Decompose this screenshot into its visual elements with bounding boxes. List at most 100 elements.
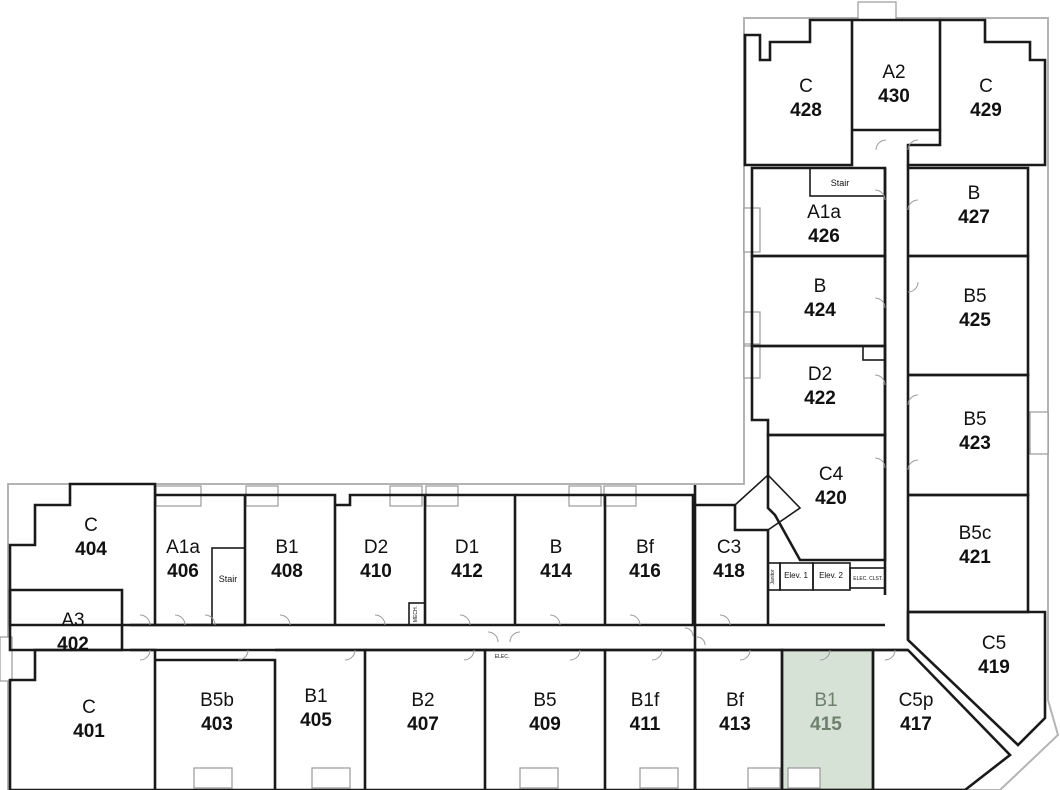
unit-type-label: A2 <box>882 62 905 83</box>
unit-number-label: 427 <box>958 207 990 228</box>
unit-number-label: 407 <box>407 714 439 735</box>
unit-number-label: 421 <box>959 547 991 568</box>
unit-number-label: 411 <box>630 714 661 735</box>
unit-type-label: B2 <box>411 690 434 711</box>
door-swings <box>139 139 919 661</box>
elec-label: ELEC. <box>495 654 509 660</box>
unit-number-label: 425 <box>959 310 991 331</box>
unit-type-label: B5c <box>959 523 992 544</box>
unit-number-label: 422 <box>804 388 836 409</box>
southeast-wing-walls <box>8 473 1012 790</box>
stair-west-label: Stair <box>219 574 238 584</box>
unit-424[interactable]: B 424 <box>804 276 836 321</box>
unit-number-label: 410 <box>360 561 392 582</box>
unit-number-label: 424 <box>804 300 836 321</box>
unit-416[interactable]: Bf 416 <box>629 537 661 582</box>
unit-number-label: 406 <box>167 561 199 582</box>
unit-type-label: B5b <box>200 690 234 711</box>
unit-type-label: C <box>979 76 993 97</box>
unit-type-label: D2 <box>808 364 832 385</box>
unit-type-label: C5p <box>899 690 934 711</box>
unit-type-label: C5 <box>982 633 1006 654</box>
mech-label: MECH. <box>413 606 419 622</box>
unit-number-label: 430 <box>878 86 910 107</box>
unit-type-label: C <box>799 76 813 97</box>
elev2-label: Elev. 2 <box>819 571 843 580</box>
unit-type-label: A1a <box>166 537 200 558</box>
unit-number-label: 412 <box>451 561 483 582</box>
elev1-label: Elev. 1 <box>784 571 808 580</box>
unit-type-label: C <box>84 515 98 536</box>
unit-413[interactable]: Bf 413 <box>719 690 751 735</box>
unit-type-label: B5 <box>963 286 986 307</box>
unit-type-label: A3 <box>61 610 84 631</box>
building-outline <box>7 17 1060 790</box>
unit-type-label: C4 <box>819 464 844 485</box>
unit-type-label: D2 <box>364 537 388 558</box>
unit-number-label: 414 <box>540 561 572 582</box>
unit-number-label: 408 <box>271 561 303 582</box>
unit-number-label: 418 <box>713 561 745 582</box>
unit-428[interactable]: C 428 <box>790 76 822 121</box>
unit-number-label: 415 <box>810 714 842 735</box>
janitor-label: Janitor <box>770 569 776 584</box>
unit-type-label: B5 <box>963 409 986 430</box>
unit-number-label: 419 <box>978 657 1010 678</box>
unit-type-label: A1a <box>807 202 841 223</box>
elec-clst-label: ELEC. CLST. <box>853 576 882 582</box>
unit-401[interactable]: C 401 <box>73 697 105 742</box>
stair-north-label: Stair <box>831 178 850 188</box>
unit-number-label: 403 <box>201 714 233 735</box>
unit-type-label: B <box>968 183 981 204</box>
unit-414[interactable]: B 414 <box>540 537 572 582</box>
unit-type-label: C3 <box>717 537 741 558</box>
unit-number-label: 405 <box>300 710 332 731</box>
unit-type-label: B1 <box>304 686 327 707</box>
unit-number-label: 417 <box>900 714 932 735</box>
unit-number-label: 420 <box>815 488 847 509</box>
unit-type-label: B1f <box>631 690 660 711</box>
unit-number-label: 413 <box>719 714 751 735</box>
unit-type-label: C <box>82 697 96 718</box>
unit-427[interactable]: B 427 <box>958 183 990 228</box>
unit-number-label: 416 <box>629 561 661 582</box>
unit-type-label: Bf <box>636 537 655 558</box>
unit-number-label: 409 <box>529 714 561 735</box>
unit-type-label: B1 <box>814 690 837 711</box>
unit-type-label: B1 <box>275 537 298 558</box>
unit-number-label: 401 <box>73 721 105 742</box>
unit-type-label: D1 <box>455 537 479 558</box>
unit-type-label: B5 <box>533 690 556 711</box>
unit-number-label: 428 <box>790 100 822 121</box>
unit-type-label: B <box>550 537 563 558</box>
unit-type-label: B <box>814 276 827 297</box>
unit-number-label: 423 <box>959 433 991 454</box>
north-wing-walls <box>743 18 1047 747</box>
unit-type-label: Bf <box>726 690 745 711</box>
